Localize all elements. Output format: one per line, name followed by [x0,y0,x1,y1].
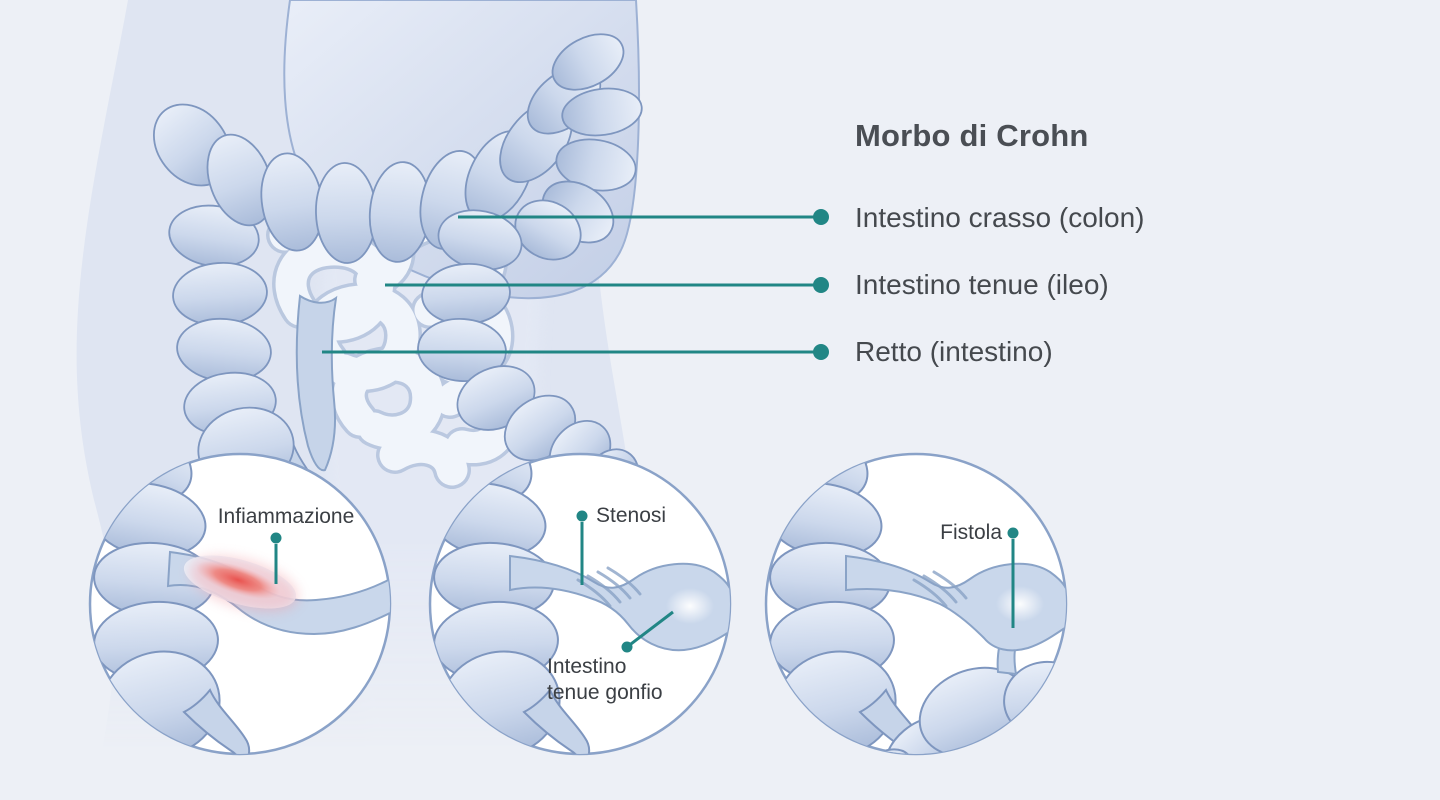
swollen-bulge-highlight [988,580,1052,628]
label-retto: Retto (intestino) [855,336,1053,367]
label-dot-colon [813,209,829,225]
label-dot-ileo [813,277,829,293]
label-dot-retto [813,344,829,360]
caption-stenosi: Stenosi [596,504,667,527]
page-title: Morbo di Crohn [855,118,1089,153]
stenosis-stripes [912,570,968,608]
inset2-pointer-dot [576,510,588,522]
caption-infiammazione: Infiammazione [217,505,355,528]
colon [152,33,643,549]
swollen-bulge-highlight [658,582,722,630]
inset2-pointer-dot2 [621,641,633,653]
label-lines [322,215,814,354]
caption-intestino-tenue-gonfio: Intestino tenue gonfio [547,655,663,704]
inflammation-spot [195,560,281,600]
inset1-pointer-dot [270,532,282,544]
label-dots [813,209,829,360]
caption-fistola: Fistola [940,521,1002,544]
inset-inflammation [88,452,392,756]
label-intestino-tenue: Intestino tenue (ileo) [855,269,1109,300]
inset3-pointer-dot [1007,527,1019,539]
label-intestino-crasso: Intestino crasso (colon) [855,202,1145,233]
rectum [295,294,338,472]
inset-fistula [764,452,1068,756]
